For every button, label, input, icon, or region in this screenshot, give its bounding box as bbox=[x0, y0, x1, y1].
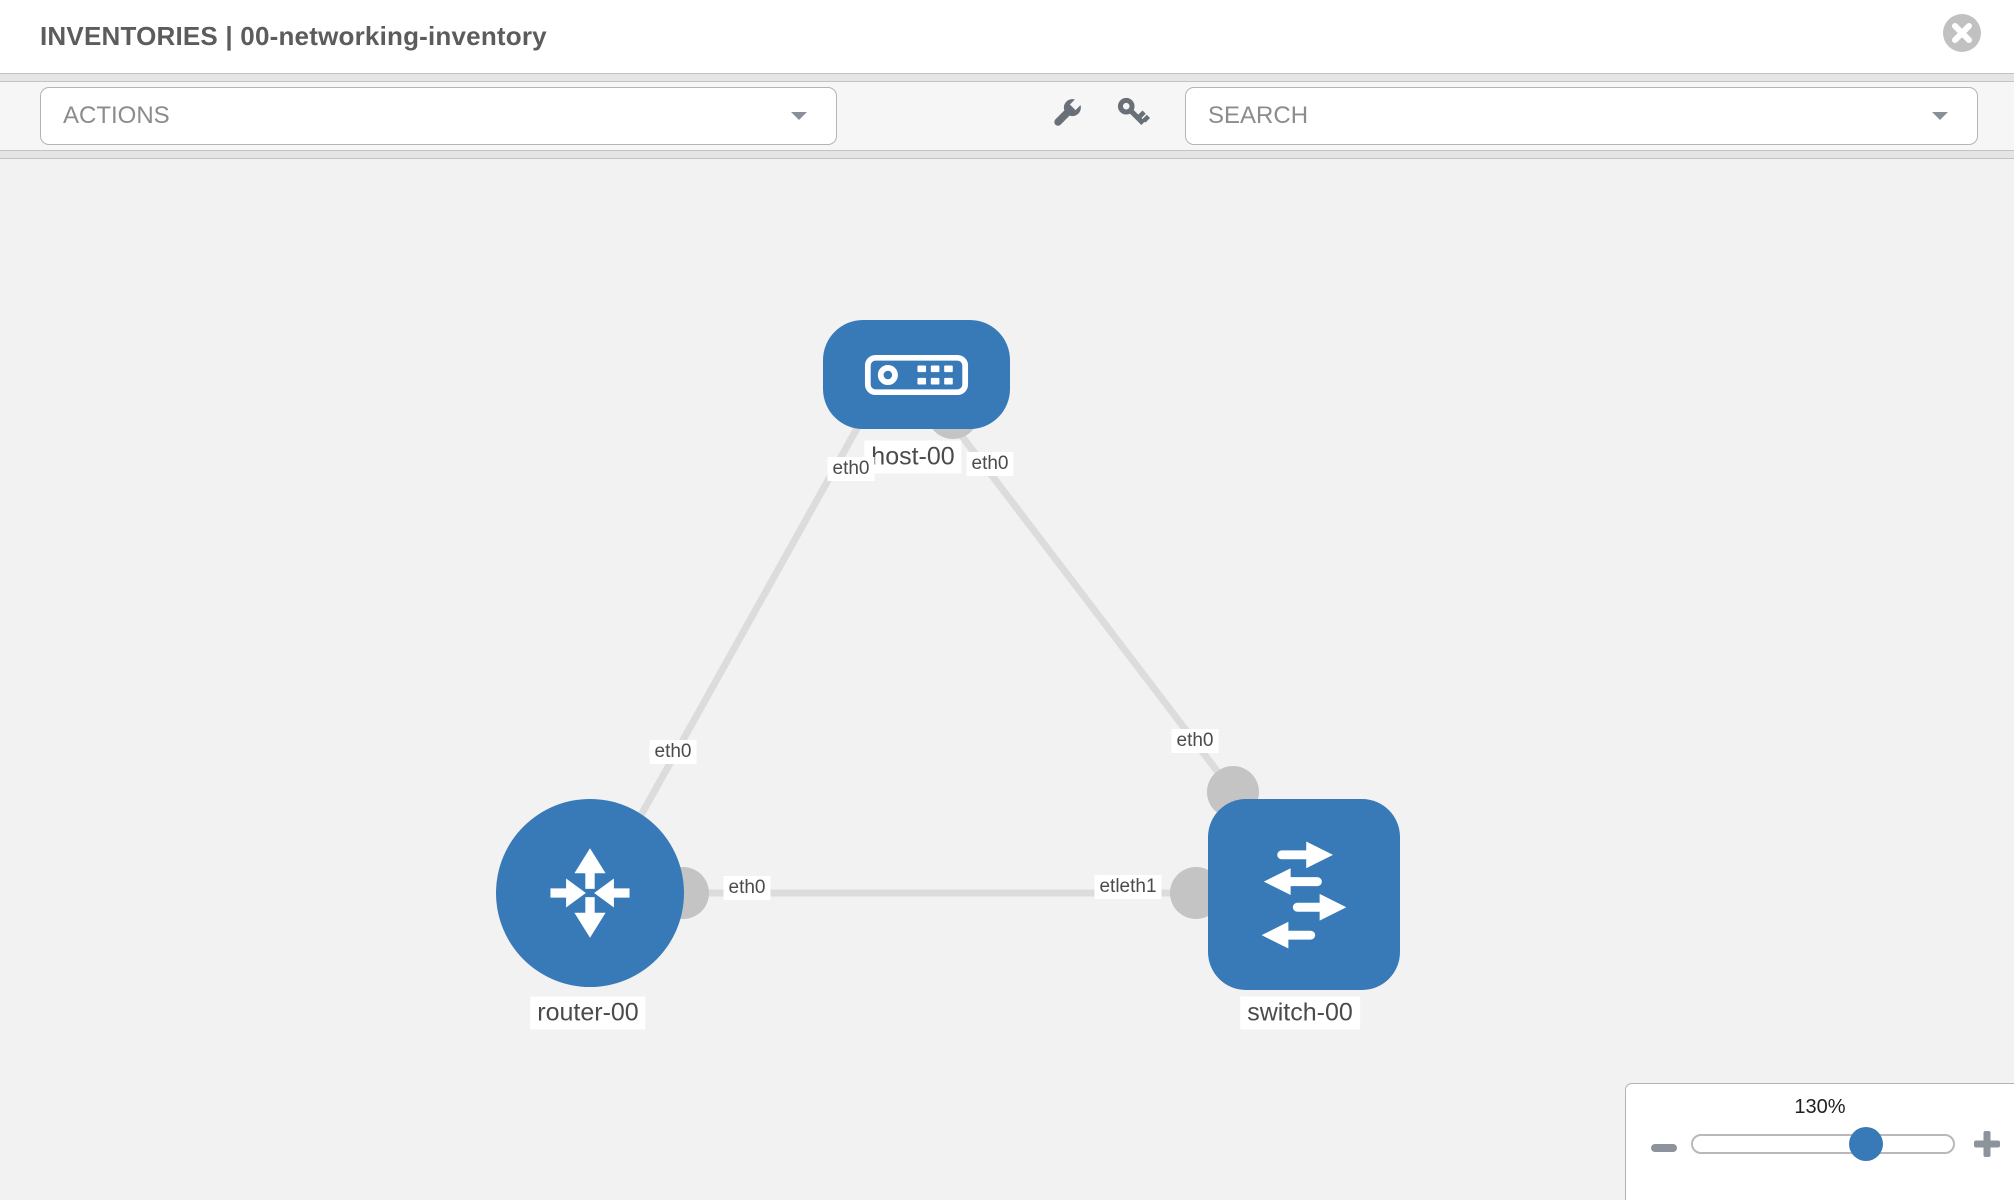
chevron-down-icon[interactable] bbox=[1931, 111, 1949, 121]
header: INVENTORIES | 00-networking-inventory bbox=[0, 0, 2014, 73]
links-layer bbox=[636, 387, 1259, 919]
node-label-switch-00[interactable]: switch-00 bbox=[1240, 996, 1360, 1030]
interface-label: eth0 bbox=[966, 452, 1014, 476]
search-input[interactable] bbox=[1186, 88, 1977, 144]
host-icon bbox=[864, 354, 969, 395]
zoom-in-button[interactable] bbox=[1974, 1131, 2000, 1157]
node-host-00[interactable] bbox=[823, 320, 1010, 429]
interface-label: etleth1 bbox=[1094, 875, 1162, 899]
zoom-level: 130% bbox=[1794, 1096, 1846, 1118]
divider bbox=[0, 73, 2014, 82]
close-button[interactable] bbox=[1943, 14, 1981, 52]
zoom-slider-knob[interactable] bbox=[1849, 1127, 1883, 1161]
plus-icon bbox=[1974, 1131, 2000, 1157]
chevron-down-icon[interactable] bbox=[790, 111, 808, 121]
interface-label: eth0 bbox=[827, 457, 875, 481]
node-label-router-00[interactable]: router-00 bbox=[530, 996, 646, 1030]
wrench-icon bbox=[1054, 97, 1083, 126]
key-icon bbox=[1117, 97, 1151, 126]
key-button[interactable] bbox=[1114, 94, 1154, 134]
zoom-out-button[interactable] bbox=[1651, 1140, 1677, 1152]
router-icon bbox=[550, 848, 630, 938]
node-label-host-00[interactable]: host-00 bbox=[864, 440, 962, 474]
actions-input[interactable] bbox=[41, 88, 836, 144]
node-router-00[interactable] bbox=[496, 799, 684, 987]
minus-icon bbox=[1651, 1144, 1677, 1152]
divider bbox=[0, 150, 2014, 159]
tools-button[interactable] bbox=[1046, 94, 1086, 134]
interface-label: eth0 bbox=[649, 740, 697, 764]
topology-canvas[interactable]: host-00 router-00 switch-00 eth0 eth0 et… bbox=[0, 159, 2014, 1200]
node-switch-00[interactable] bbox=[1208, 799, 1400, 990]
zoom-panel: 130% bbox=[1625, 1083, 2014, 1200]
interface-label: eth0 bbox=[723, 876, 771, 900]
close-icon bbox=[1943, 14, 1981, 52]
toolbar bbox=[0, 82, 2014, 150]
page-title: INVENTORIES | 00-networking-inventory bbox=[40, 21, 547, 51]
search-dropdown[interactable] bbox=[1185, 87, 1978, 145]
interface-label: eth0 bbox=[1171, 729, 1219, 753]
zoom-slider[interactable] bbox=[1691, 1127, 1955, 1161]
switch-icon bbox=[1261, 840, 1347, 949]
actions-dropdown[interactable] bbox=[40, 87, 837, 145]
